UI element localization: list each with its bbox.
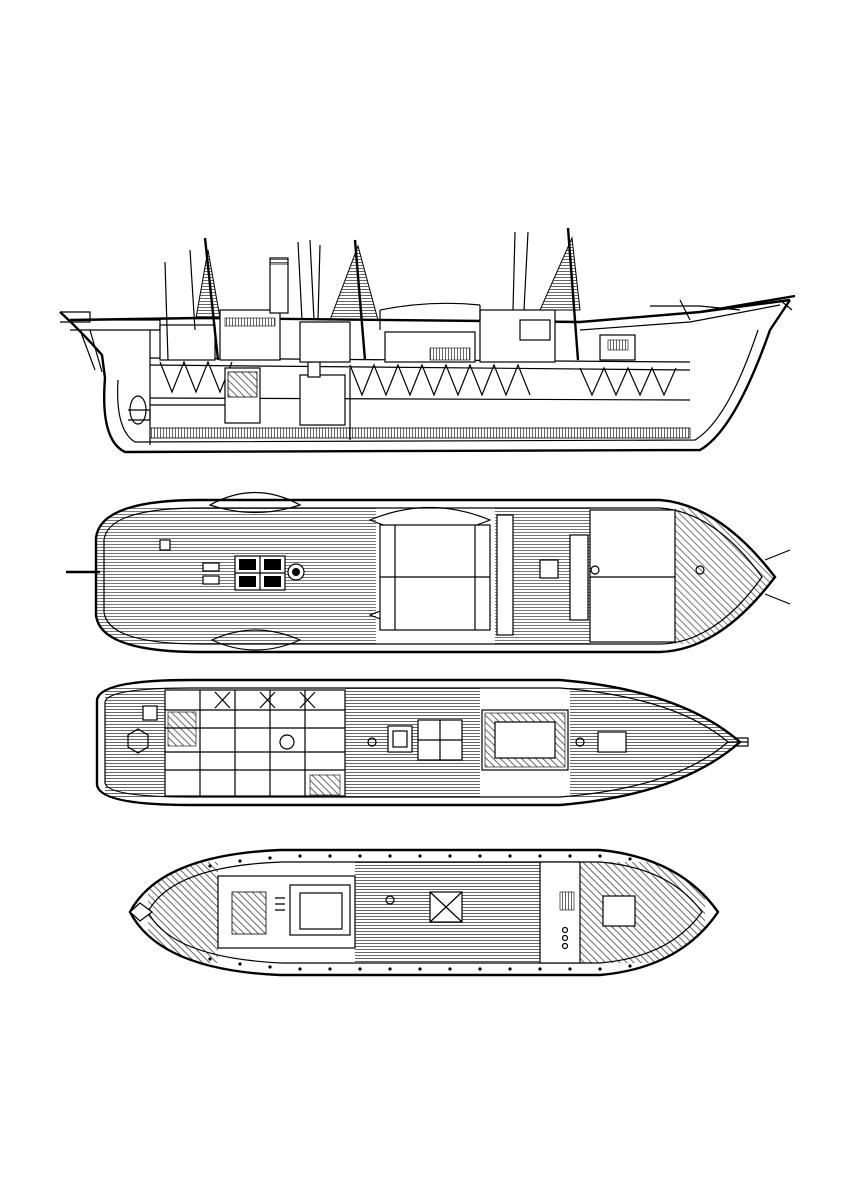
main-deck-plan-view [95, 678, 749, 807]
profile-view [59, 227, 796, 454]
lower-deck-plan-view [128, 848, 720, 977]
rivet-band [208, 854, 632, 971]
upper-deck-plan-view [66, 491, 791, 654]
